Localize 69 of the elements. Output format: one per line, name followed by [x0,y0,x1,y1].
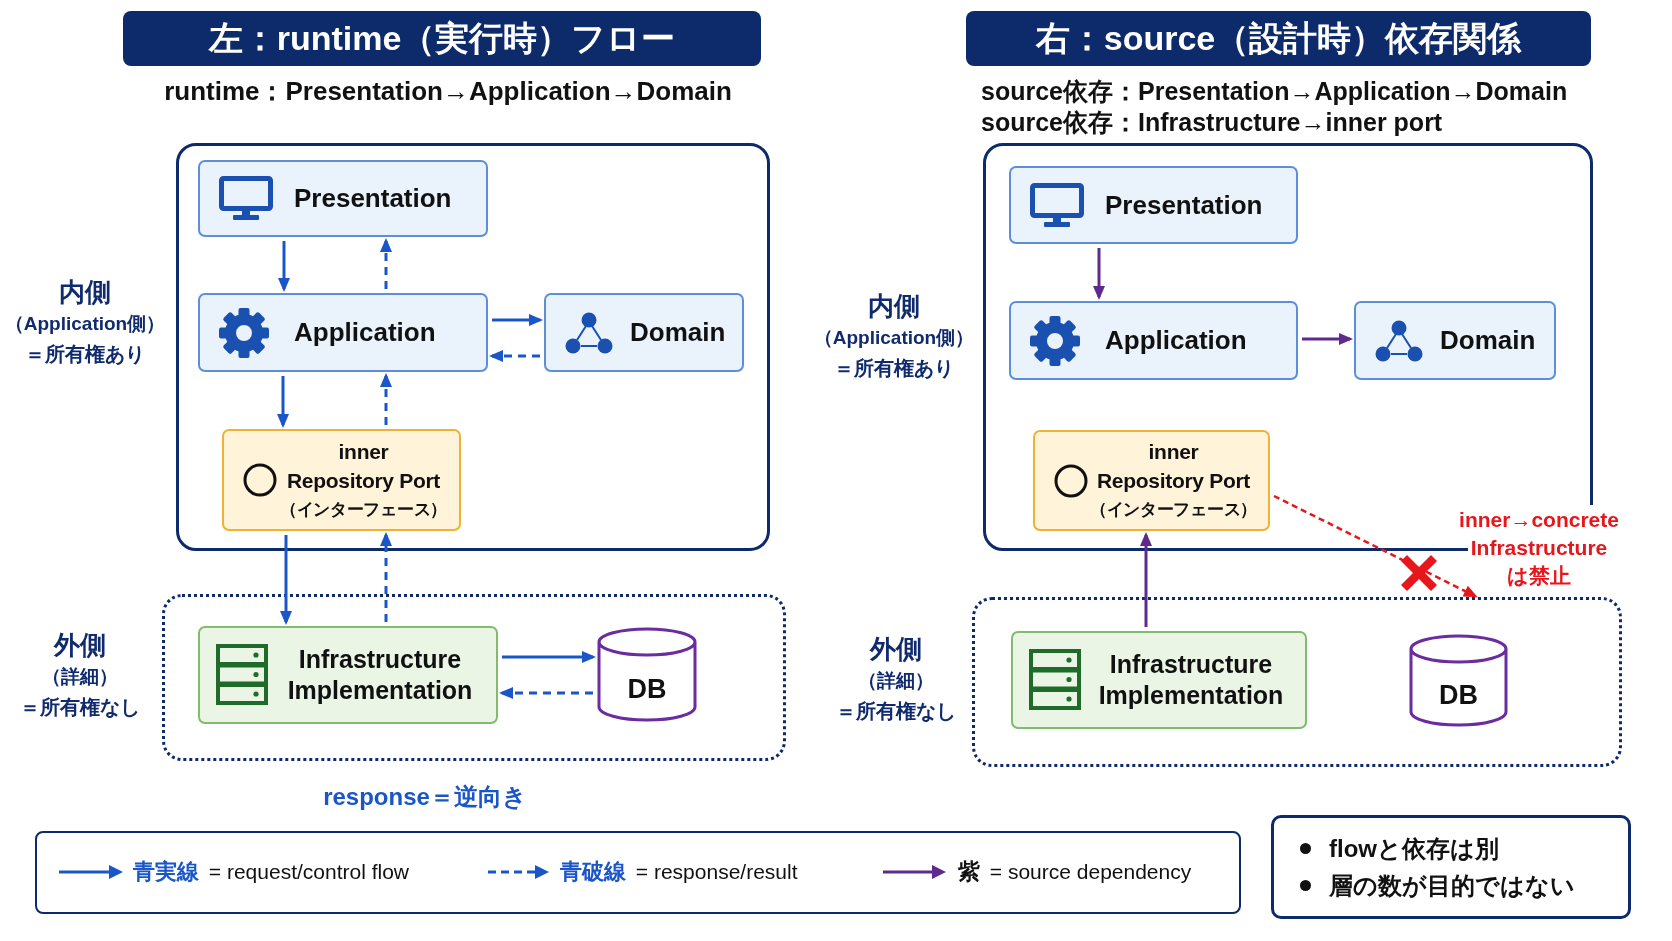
side-label: ＝所有権あり [25,342,145,367]
subtitle-text: runtime：Presentation→Application→Domain [164,74,732,108]
heading-text: 左：runtime（実行時）フロー [208,17,676,59]
side-label: ＝所有権なし [20,695,140,720]
layer-box [198,293,488,372]
title-banner [966,11,1591,66]
infrastructure-box [198,626,498,724]
subtitle-text: source依存：Presentation→Application→Domain [981,75,1568,107]
layer-frame [176,143,770,551]
layer-box [544,293,744,372]
node-label: inner [1148,439,1199,465]
node-label: （インターフェース） [1090,499,1257,521]
side-label: （詳細） [42,665,118,689]
arrow [1093,248,1105,300]
legend-text: 紫 = source dependency [958,858,1192,886]
legend-text: 青破線 = response/result [560,858,798,886]
side-label: ＝所有権あり [834,356,954,381]
node-label: Presentation [1105,189,1263,221]
title-banner [123,11,761,66]
layer-box [1354,301,1556,380]
arrow [280,535,292,625]
subtitle-text: source依存：Infrastructure→inner port [981,106,1443,138]
port-box [1033,430,1270,531]
dashed-arrow [380,373,392,425]
side-label: 内側 [59,276,111,309]
legend-text: 青実線 = request/control flow [133,858,410,886]
port-box [222,429,461,531]
layer-box [1009,166,1298,244]
note-box [1271,815,1631,919]
heading-text: 右：source（設計時）依存関係 [1035,17,1522,59]
side-label: 外側 [870,633,922,666]
dashed-arrow [380,532,392,622]
node-label: inner [338,438,389,465]
arrow [1140,532,1152,627]
layer-box [198,160,488,237]
node-label: Domain [1440,325,1536,356]
node-label: Repository Port [287,467,440,494]
dashed-arrow [489,350,540,362]
dashed-arrow [1273,494,1478,598]
note-text: response＝逆向き [323,782,527,812]
arrow [278,241,290,292]
note-text: flowと依存は別 [1329,834,1499,864]
node-label: Infrastructure Implementation [287,644,473,706]
dashed-arrow [499,687,593,699]
note-text: 層の数が目的ではない [1329,871,1575,901]
dashed-arrow [380,238,392,289]
layer-box [1009,301,1298,380]
node-label: （インターフェース） [280,498,447,521]
node-label: Domain [630,317,726,348]
side-label: ＝所有権なし [836,699,956,724]
infrastructure-box [1011,631,1307,729]
dotted-frame [162,594,786,761]
node-label: Repository Port [1097,468,1250,494]
side-label: （詳細） [858,669,934,693]
side-label: （Application側） [813,326,975,350]
dotted-frame [972,597,1622,767]
node-label: DB [627,674,667,705]
node-label: Application [1105,325,1247,356]
arrow [502,651,596,663]
node-label: Infrastructure Implementation [1098,649,1284,711]
side-label: 外側 [54,629,106,662]
arrow [1302,333,1353,345]
side-label: （Application側） [4,312,166,336]
arrow [277,376,289,428]
side-label: 内側 [868,290,920,323]
node-label: Presentation [294,183,452,214]
node-label: DB [1439,680,1478,711]
node-label: Application [294,317,436,348]
arrow [492,314,543,326]
